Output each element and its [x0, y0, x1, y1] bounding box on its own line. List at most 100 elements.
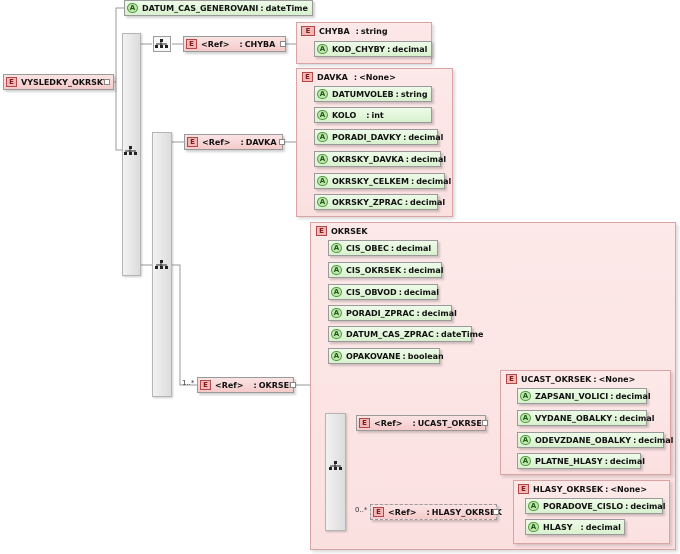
attribute-badge: A	[520, 413, 531, 423]
attribute-platne-hlasy[interactable]: A PLATNE_HLASY : decimal	[517, 453, 645, 469]
element-header-davka[interactable]: E DAVKA : <None>	[302, 72, 396, 82]
sequence-icon	[124, 146, 137, 155]
attribute-badge: A	[317, 89, 328, 99]
element-type: string	[360, 26, 388, 36]
attribute-poradove-cislo[interactable]: A PORADOVE_CISLO : decimal	[525, 498, 665, 514]
attribute-name: DATUM_CAS_GENEROVANI	[142, 3, 259, 13]
sequence-icon	[155, 260, 168, 269]
attribute-badge: A	[331, 308, 342, 318]
ref-hlasy-okrsek[interactable]: E <Ref> : HLASY_OKRSEK	[370, 504, 502, 520]
sequence-compositor-okrsek[interactable]	[325, 413, 346, 531]
ref-label: <Ref>	[201, 39, 230, 49]
element-type: <None>	[610, 484, 648, 494]
ref-name: DAVKA	[245, 137, 277, 147]
attribute-type: decimal	[410, 197, 446, 207]
ref-okrsek[interactable]: E <Ref> : OKRSEK	[197, 377, 295, 393]
attribute-badge: A	[528, 501, 539, 511]
element-header-okrsek[interactable]: E OKRSEK	[316, 226, 368, 236]
attribute-name: OKRSKY_ZPRAC	[332, 197, 403, 207]
element-name: DAVKA	[317, 72, 348, 82]
attribute-badge: A	[520, 456, 531, 466]
attribute-name: ZAPSANI_VOLICI	[535, 391, 609, 401]
attribute-name: PORADI_DAVKY	[332, 132, 402, 142]
attribute-name: OKRSKY_DAVKA	[332, 154, 404, 164]
attribute-badge: A	[331, 287, 342, 297]
element-badge: E	[373, 507, 384, 517]
attribute-name: OPAKOVANE	[346, 351, 401, 361]
ref-name: UCAST_OKRSEK	[417, 418, 489, 428]
attribute-type: decimal	[416, 176, 452, 186]
attribute-name: DATUM_CAS_ZPRAC	[346, 329, 434, 339]
attribute-zapsani-volici[interactable]: A ZAPSANI_VOLICI : decimal	[517, 388, 651, 404]
element-badge: E	[187, 137, 198, 147]
element-badge: E	[506, 374, 517, 384]
multiplicity-hlasy-okrsek: 0..*	[355, 506, 368, 514]
ref-davka[interactable]: E <Ref> : DAVKA	[184, 134, 283, 150]
attribute-name: DATUMVOLEB	[332, 89, 394, 99]
attribute-hlasy[interactable]: A HLASY : decimal	[525, 519, 625, 535]
attribute-name: HLASY	[543, 522, 573, 532]
ref-chyba[interactable]: E <Ref> : CHYBA	[183, 36, 286, 52]
ref-label: <Ref>	[215, 380, 244, 390]
attribute-badge: A	[331, 265, 342, 275]
attribute-type: dateTime	[265, 3, 308, 13]
attribute-vydane-obalky[interactable]: A VYDANE_OBALKY : decimal	[517, 410, 654, 426]
attribute-opakovane[interactable]: A OPAKOVANE : boolean	[328, 348, 444, 364]
attribute-type: decimal	[609, 456, 646, 466]
expand-toggle[interactable]	[279, 139, 285, 145]
attribute-type: string	[400, 89, 428, 99]
attribute-cis-obec[interactable]: A CIS_OBEC : decimal	[328, 240, 438, 256]
ref-label: <Ref>	[202, 137, 231, 147]
attribute-kolo[interactable]: A KOLO : int	[314, 107, 432, 123]
attribute-datum-cas-zprac[interactable]: A DATUM_CAS_ZPRAC : dateTime	[328, 326, 483, 342]
attribute-type: decimal	[421, 308, 457, 318]
ref-name: CHYBA	[244, 39, 276, 49]
attribute-type: decimal	[638, 435, 674, 445]
attribute-type: decimal	[408, 265, 444, 275]
attribute-type: int	[371, 110, 384, 120]
attribute-type: decimal	[403, 287, 440, 297]
attribute-badge: A	[317, 44, 328, 54]
sequence-icon-glyph	[155, 39, 168, 48]
attribute-badge: A	[317, 176, 328, 186]
element-type: <None>	[598, 374, 636, 384]
expand-toggle[interactable]	[493, 509, 499, 515]
attribute-poradi-davky[interactable]: A PORADI_DAVKY : decimal	[314, 129, 443, 145]
element-badge: E	[518, 484, 529, 494]
attribute-cis-obvod[interactable]: A CIS_OBVOD : decimal	[328, 284, 440, 300]
attribute-okrsky-zprac[interactable]: A OKRSKY_ZPRAC : decimal	[314, 194, 445, 210]
expand-toggle[interactable]	[104, 79, 110, 85]
attribute-kod-chyby[interactable]: A KOD_CHYBY : decimal	[314, 41, 433, 57]
ref-label: <Ref>	[374, 418, 403, 428]
element-header-hlasy-okrsek[interactable]: E HLASY_OKRSEK : <None>	[518, 484, 647, 494]
attribute-badge: A	[127, 3, 138, 13]
attribute-badge: A	[331, 329, 342, 339]
attribute-name: OKRSKY_CELKEM	[332, 176, 409, 186]
element-name: CHYBA	[319, 26, 350, 36]
expand-toggle[interactable]	[280, 41, 286, 47]
attribute-datumvoleb[interactable]: A DATUMVOLEB : string	[314, 86, 432, 102]
attribute-name: CIS_OBVOD	[346, 287, 397, 297]
element-header-ucast-okrsek[interactable]: E UCAST_OKRSEK : <None>	[506, 374, 635, 384]
attribute-cis-okrsek[interactable]: A CIS_OKRSEK : decimal	[328, 262, 444, 278]
attribute-name: PLATNE_HLASY	[535, 456, 603, 466]
attribute-badge: A	[317, 110, 328, 120]
attribute-badge: A	[331, 243, 342, 253]
attribute-type: decimal	[411, 154, 447, 164]
attribute-datum-cas-generovani[interactable]: A DATUM_CAS_GENEROVANI : dateTime	[124, 0, 313, 16]
attribute-type: decimal	[615, 391, 651, 401]
attribute-okrsky-celkem[interactable]: A OKRSKY_CELKEM : decimal	[314, 173, 451, 189]
attribute-badge: A	[317, 154, 328, 164]
attribute-okrsky-davka[interactable]: A OKRSKY_DAVKA : decimal	[314, 151, 446, 167]
element-header-chyba[interactable]: E CHYBA : string	[301, 26, 388, 36]
expand-toggle[interactable]	[482, 420, 488, 426]
element-badge: E	[316, 226, 327, 236]
ref-ucast-okrsek[interactable]: E <Ref> : UCAST_OKRSEK	[356, 415, 489, 431]
attribute-poradi-zprac[interactable]: A PORADI_ZPRAC : decimal	[328, 305, 457, 321]
root-element-vysledky-okrsky[interactable]: E VYSLEDKY_OKRSKY	[3, 74, 114, 90]
attribute-type: decimal	[619, 413, 655, 423]
attribute-odevzdane-obalky[interactable]: A ODEVZDANE_OBALKY : decimal	[517, 432, 673, 448]
expand-toggle[interactable]	[290, 382, 296, 388]
sequence-icon	[329, 461, 342, 470]
attribute-type: decimal	[396, 243, 432, 253]
